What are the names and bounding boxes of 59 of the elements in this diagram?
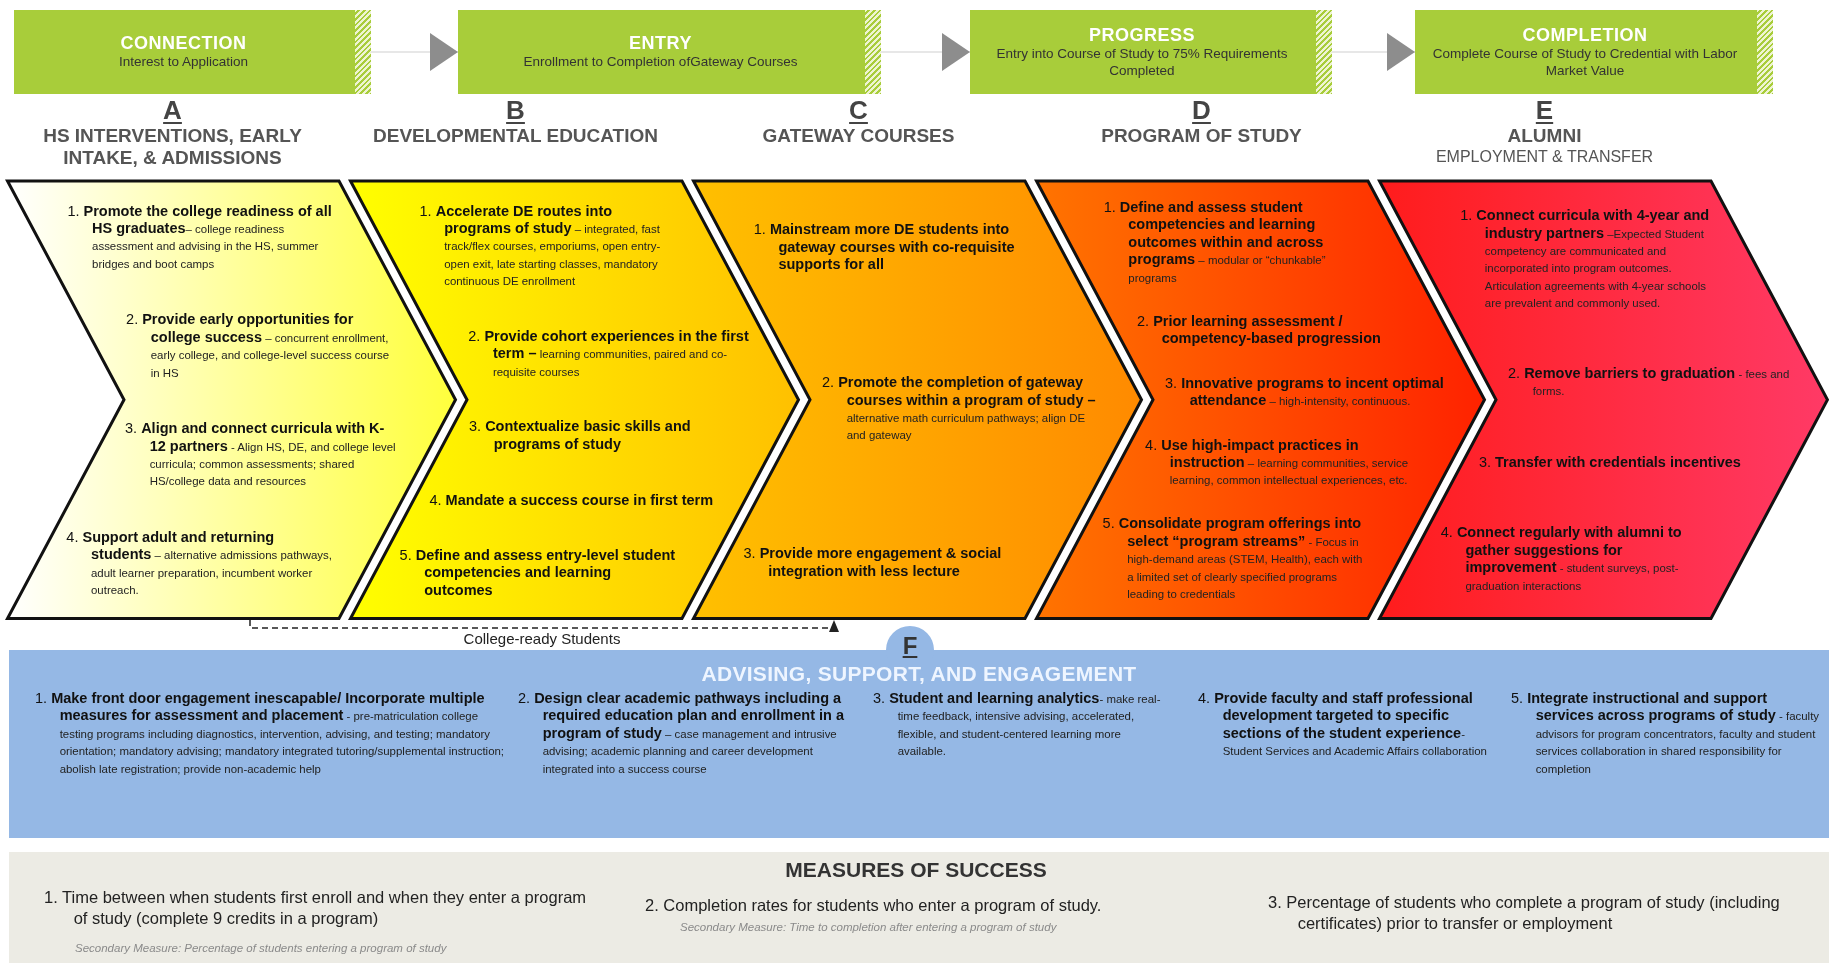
list-item: 1. Mainstream more DE students into gateway courses with co-requisite supports for all: [753, 221, 1016, 274]
section-heading: HS INTERVENTIONS, EARLY INTAKE, & ADMISSIONS: [42, 125, 303, 169]
stage-subtitle: Complete Course of Study to Credential with Labor Market Value: [1431, 45, 1739, 80]
list-item: 3. Transfer with credentials incentives: [1478, 453, 1742, 471]
measure-item: 2. Completion rates for students who enter a program of study.: [645, 895, 1103, 916]
stage-title: CONNECTION: [120, 33, 247, 55]
list-item: 5. Consolidate program offerings into select “program streams” - Focus in high-demand areas (STEM, Health), each with a limited set of clearly specified programs leading to credentials: [1102, 515, 1364, 602]
list-item: 1. Define and assess student competencies and learning outcomes within and across programs – modular or “chunkable” programs: [1103, 199, 1327, 286]
list-item: 5. Integrate instructional and support services across programs of study - faculty advisors for program concentrators, faculty and student services collaboration in shared responsibility for completion: [1511, 690, 1821, 777]
section-heading: GATEWAY COURSES: [762, 125, 955, 147]
list-item: 1. Accelerate DE routes into programs of study – integrated, fast track/flex courses, emporiums, open entry-open exit, late starting classes, mandatory continuous DE enrollment: [419, 202, 662, 290]
secondary-measure-note: Secondary Measure: Time to completion after entering a program of study: [680, 921, 1058, 933]
list-item: 1. Make front door engagement inescapable/ Incorporate multiple measures for assessment and placement - pre-matriculation college testing programs including diagnostics, intervention, advising, and testing; mandatory orientation; mandatory advising; mandatory integrated tutoring/supplemental instruction; abolish late registration; provide non-academic help: [35, 690, 505, 777]
secondary-measure-note: Secondary Measure: Percentage of students entering a program of study: [75, 942, 448, 954]
list-item: 4. Connect regularly with alumni to gather suggestions for improvement - student surveys, post-graduation interactions: [1440, 524, 1683, 594]
section-letter: E: [1535, 95, 1554, 125]
list-item: 4. Mandate a success course in first term: [429, 491, 715, 509]
stage-subtitle: Enrollment to Completion ofGateway Courses: [523, 54, 798, 71]
stage-subtitle: Interest to Application: [118, 54, 249, 71]
stage-title: COMPLETION: [1522, 24, 1648, 46]
section-letter: C: [849, 95, 868, 125]
arrow: [1331, 33, 1416, 71]
arrow: [370, 33, 459, 71]
stage-title: PROGRESS: [1089, 24, 1195, 46]
list-item: 5. Define and assess entry-level student competencies and learning outcomes: [399, 547, 677, 600]
list-item: 2. Promote the completion of gateway courses within a program of study – alternative math curriculum pathways; align DE and gateway: [822, 374, 1097, 444]
arrow: [880, 33, 971, 71]
section-letter: B: [506, 95, 525, 125]
arrow: [249, 619, 839, 632]
stage-box: [1415, 10, 1773, 94]
list-item: 1. Connect curricula with 4-year and industry partners –Expected Student competency are communicated and incorporated into program outcomes. Articulation agreements with 4-year schools are prevalent and commonly used.: [1460, 207, 1711, 312]
list-item: 2. Remove barriers to graduation - fees and forms.: [1508, 364, 1791, 400]
list-item: 3. Align and connect curricula with K-12 partners - Align HS, DE, and college level curricula; common assessments; shared HS/college data and resources: [125, 420, 397, 490]
section-heading: ALUMNI: [1507, 125, 1582, 147]
list-item: 1. Promote the college readiness of all HS graduates– college readiness assessment and advising in the HS, summer bridges and boot camps: [67, 202, 333, 272]
measure-item: 3. Percentage of students who complete a program of study (including certificates) prior to transfer or employment: [1268, 892, 1781, 935]
list-item: 2. Provide early opportunities for college success – concurrent enrollment, early college, and college-level success course in HS: [126, 311, 391, 381]
stage-box: [458, 10, 881, 94]
stage-box: [14, 10, 371, 94]
measure-item: 1. Time between when students first enroll and when they enter a program of study (complete 9 credits in a program): [44, 887, 588, 930]
list-item: 3. Student and learning analytics- make real-time feedback, intensive advising, accelerated, flexible, and student-centered learning more available.: [873, 690, 1162, 760]
list-item: 3. Provide more engagement & social integration with less lecture: [743, 545, 1003, 580]
list-item: 2. Provide cohort experiences in the first term – learning communities, paired and co-requisite courses: [468, 327, 750, 380]
stage-subtitle: Entry into Course of Study to 75% Requirements Completed: [995, 45, 1289, 80]
list-item: 4. Provide faculty and staff professional development targeted to specific sections of the student experience- Student Services and Academic Affairs collaboration: [1198, 690, 1488, 760]
section-heading: PROGRAM OF STUDY: [1101, 125, 1302, 147]
list-item: 2. Design clear academic pathways including a required education plan and enrollment in a program of study – case management and intrusive advising; academic planning and career development integrated into a success course: [518, 690, 845, 777]
list-item: 3. Innovative programs to incent optimal attendance – high-intensity, continuous.: [1165, 374, 1445, 410]
stage-title: ENTRY: [629, 33, 692, 55]
list-item: 2. Prior learning assessment / competency-based progression: [1137, 312, 1382, 348]
list-item: 4. Support adult and returning students – alternative admissions pathways, adult learner preparation, incumbent worker outreach.: [66, 528, 333, 599]
section-letter: A: [163, 95, 182, 125]
section-heading: DEVELOPMENTAL EDUCATION: [373, 125, 658, 147]
section-subheading: EMPLOYMENT & TRANSFER: [1435, 147, 1654, 166]
list-item: 3. Contextualize basic skills and programs of study: [469, 418, 692, 454]
stage-box: [970, 10, 1332, 94]
section-heading: MEASURES OF SUCCESS: [785, 858, 1047, 882]
section-letter: D: [1192, 95, 1211, 125]
list-item: 4. Use high-impact practices in instruction – learning communities, service learning, common intellectual experiences, etc.: [1145, 436, 1410, 489]
